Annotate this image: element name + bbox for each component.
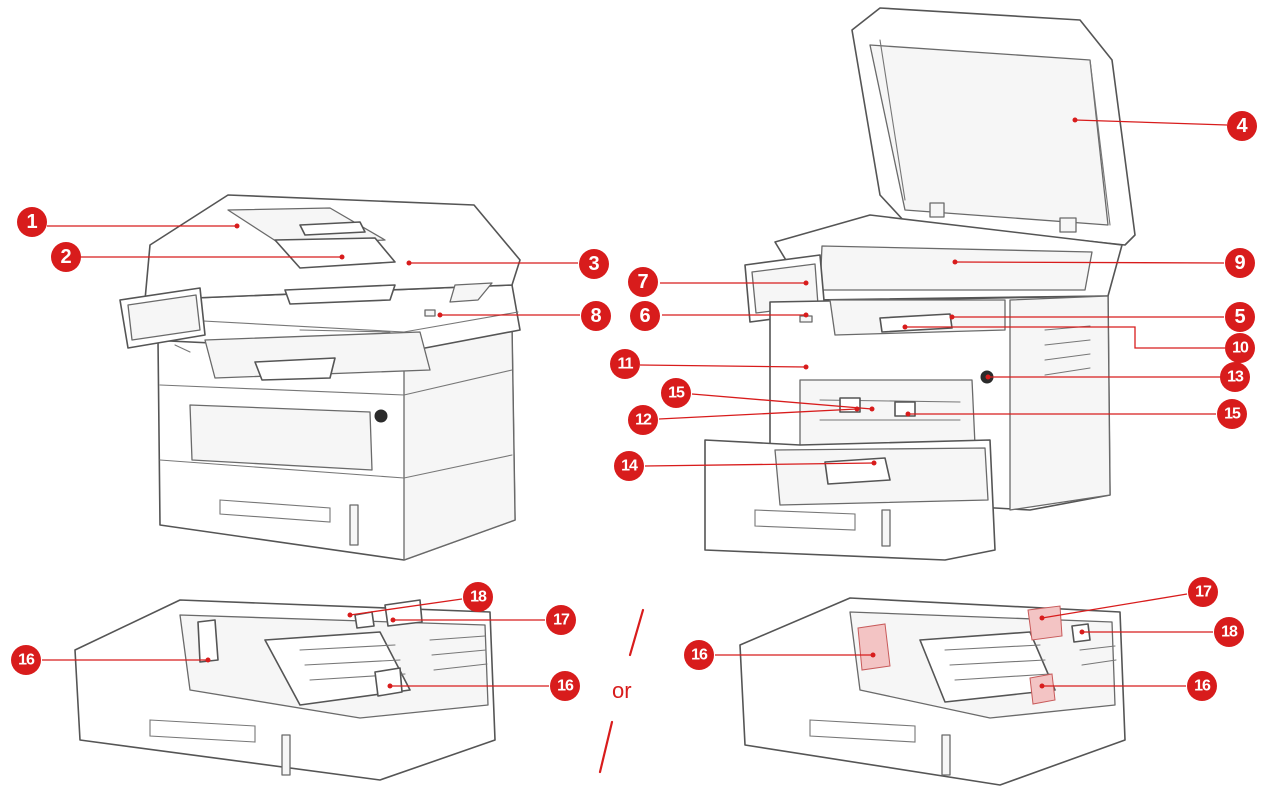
callout-8: 8 [581,301,611,331]
svg-text:15: 15 [1224,406,1241,423]
callout-5: 5 [1225,302,1255,332]
callout-18-tray-a: 18 [463,582,493,612]
callout-16-tray-b-right: 16 [1187,671,1217,701]
svg-text:16: 16 [691,647,708,664]
callout-7: 7 [628,267,658,297]
or-text: or [612,678,632,703]
svg-text:15: 15 [668,385,685,402]
callout-6: 6 [630,301,660,331]
svg-text:17: 17 [553,612,570,629]
svg-text:10: 10 [1232,340,1249,357]
callout-10: 10 [1225,333,1255,363]
callout-12: 12 [628,405,658,435]
or-separator: or [598,608,645,774]
svg-text:7: 7 [637,271,648,293]
svg-text:18: 18 [470,589,487,606]
svg-text:3: 3 [588,253,599,275]
svg-text:6: 6 [639,305,650,327]
printer-front-open [704,7,1136,561]
svg-text:16: 16 [1194,678,1211,695]
callout-13: 13 [1220,362,1250,392]
callout-17-tray-b: 17 [1188,577,1218,607]
leader-lines [42,117,1228,689]
svg-text:16: 16 [18,652,35,669]
svg-text:1: 1 [26,211,37,233]
callout-3: 3 [579,249,609,279]
svg-text:14: 14 [621,458,638,475]
callout-16-tray-b-left: 16 [684,640,714,670]
svg-text:18: 18 [1221,624,1238,641]
paper-tray-variant-b [739,597,1126,786]
callout-16-tray-a-left: 16 [11,645,41,675]
callout-9: 9 [1225,248,1255,278]
svg-text:12: 12 [635,412,652,429]
callout-14: 14 [614,451,644,481]
callout-18-tray-b: 18 [1214,617,1244,647]
svg-text:17: 17 [1195,584,1212,601]
svg-text:11: 11 [618,356,634,373]
callout-16-tray-a-right: 16 [550,671,580,701]
callout-2: 2 [51,242,81,272]
svg-text:2: 2 [60,246,71,268]
svg-text:5: 5 [1234,306,1245,328]
printer-front-closed [119,194,521,561]
callout-17-tray-a: 17 [546,605,576,635]
callout-15-right: 15 [1217,399,1247,429]
svg-text:16: 16 [557,678,574,695]
svg-text:8: 8 [590,305,601,327]
callout-1: 1 [17,207,47,237]
callout-15-upper: 15 [661,378,691,408]
svg-text:4: 4 [1236,115,1248,137]
callout-11: 11 [610,349,640,379]
callout-4: 4 [1227,111,1257,141]
svg-text:9: 9 [1234,252,1245,274]
svg-text:13: 13 [1227,369,1244,386]
paper-tray-variant-a [74,599,496,781]
